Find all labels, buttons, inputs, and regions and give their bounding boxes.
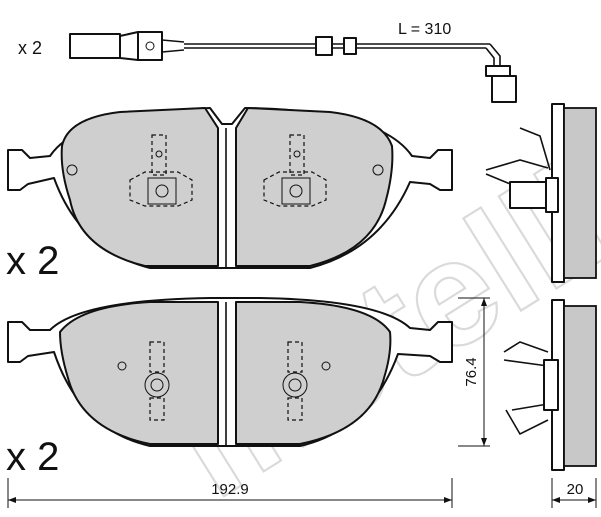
height-dimension-label: 76.4 — [463, 357, 480, 386]
dimension-height: 76.4 — [458, 297, 490, 447]
dimension-width: 192.9 — [7, 478, 453, 508]
upper-right-clip — [263, 134, 384, 207]
lower-side-friction — [563, 305, 597, 467]
thickness-dimension-label: 20 — [567, 481, 584, 498]
sensor-cable — [184, 43, 316, 49]
lower-left-clip — [117, 341, 170, 421]
lower-friction-left — [59, 301, 219, 445]
sensor-length-label: L = 310 — [398, 21, 451, 38]
wear-sensor: x 2 L = 310 — [18, 21, 517, 103]
sensor-quantity-label: x 2 — [18, 38, 42, 58]
lower-pad: x 2 — [6, 297, 453, 479]
lower-pad-quantity-label: x 2 — [6, 435, 59, 479]
lower-spring-clip — [503, 341, 549, 436]
upper-left-clip — [66, 134, 193, 207]
lower-right-clip — [282, 341, 331, 421]
lower-side-view — [503, 299, 597, 471]
sensor-connector — [69, 33, 121, 59]
upper-pad-quantity-label: x 2 — [6, 239, 59, 283]
dimension-thickness: 20 — [551, 478, 597, 508]
upper-side-friction — [563, 107, 597, 279]
lower-friction-right — [235, 301, 392, 445]
width-dimension-label: 192.9 — [211, 481, 249, 498]
upper-side-view — [485, 103, 597, 283]
upper-pad: x 2 — [6, 107, 453, 283]
upper-friction-left — [60, 107, 219, 267]
sensor-tip — [491, 75, 517, 103]
upper-friction-right — [235, 107, 394, 267]
